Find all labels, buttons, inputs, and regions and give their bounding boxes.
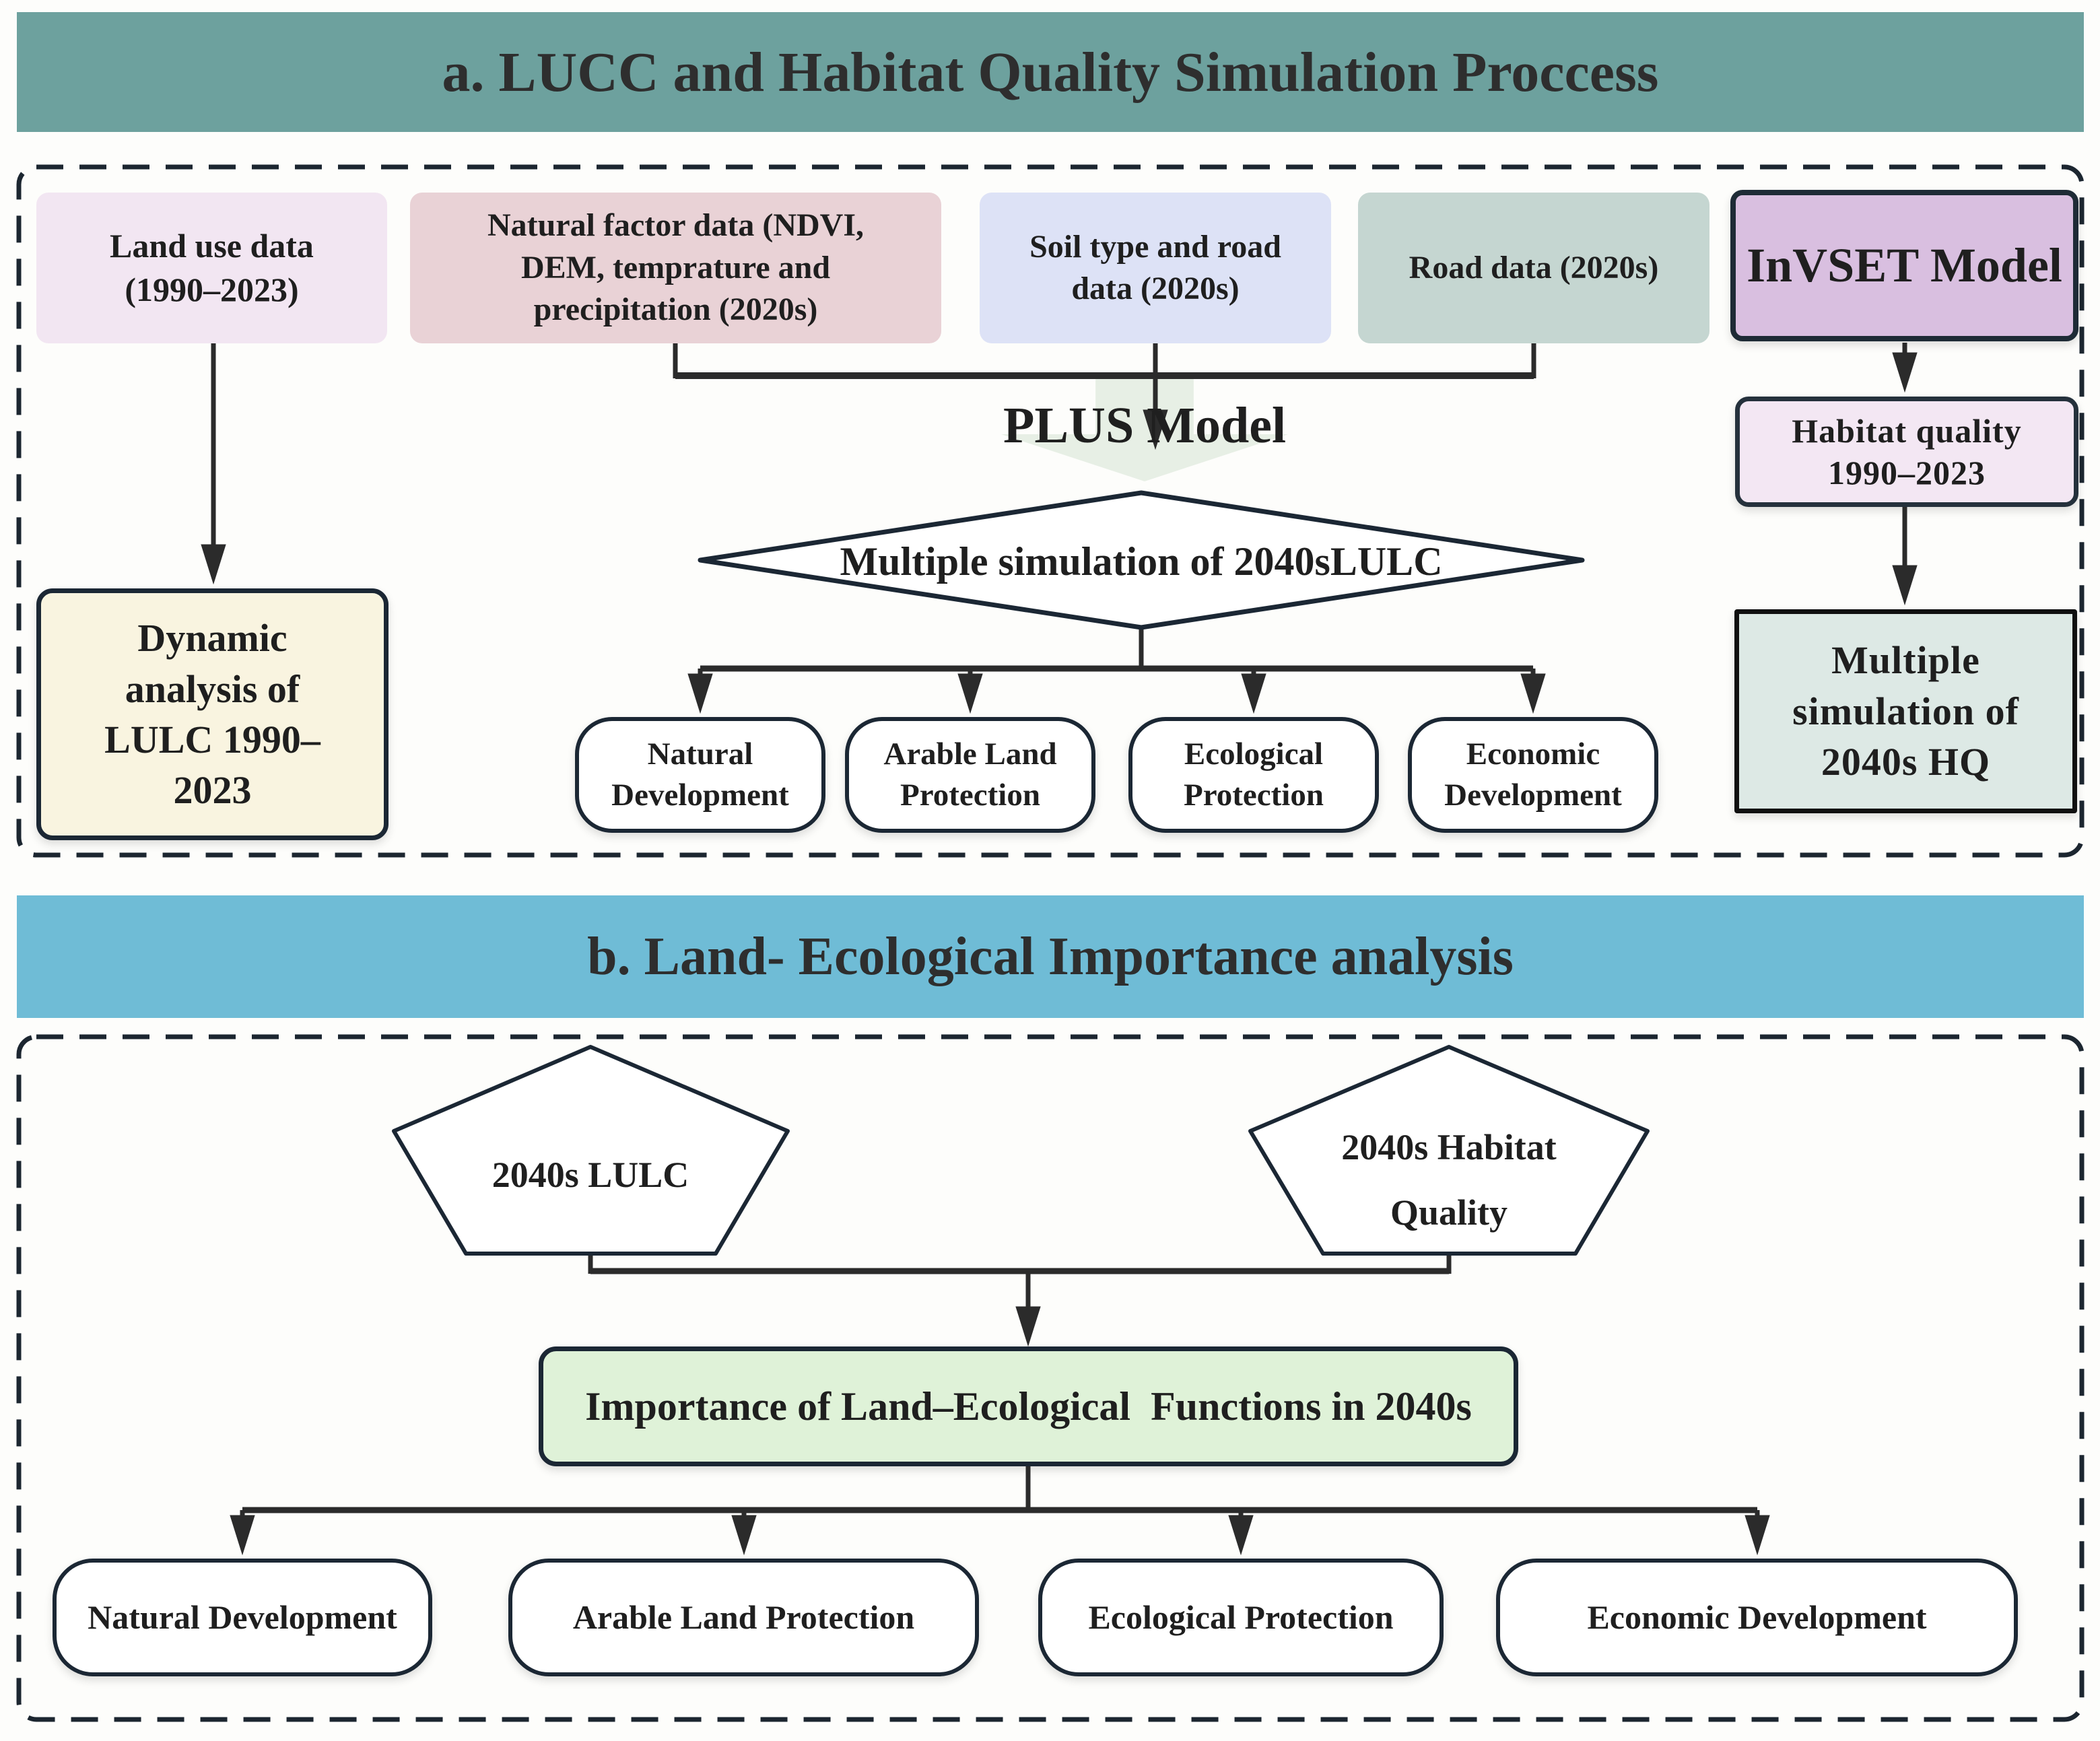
box-a-natural-development: Natural Development [575,717,825,833]
diamond-multiple-simulation-label: Multiple simulation of 2040sLULC [805,539,1478,584]
box-road-data: Road data (2020s) [1358,193,1709,343]
pentagon-2040s-lulc-label: 2040s LULC [422,1153,759,1197]
section-a-banner: a. LUCC and Habitat Quality Simulation P… [17,12,2084,132]
box-dynamic-analysis-line: 2023 [173,768,252,813]
box-road-data-line: Road data (2020s) [1409,249,1659,285]
box-multi-sim-hq-line: Multiple [1831,638,1980,683]
section-b-banner: b. Land- Ecological Importance analysis [17,895,2084,1018]
box-natural-factor-line: Natural factor data (NDVI, [487,207,865,244]
box-habitat-quality: Habitat quality 1990–2023 [1735,397,2078,507]
diamond-multiple-simulation-shape [698,490,1585,630]
pentagon-hq-line: Quality [1390,1192,1508,1233]
scenario-line: Development [1444,778,1622,813]
box-soil-type-line: data (2020s) [1071,271,1240,306]
box-importance-label: Importance of Land–Ecological Functions … [585,1384,1472,1429]
box-dynamic-analysis: Dynamic analysis of LULC 1990– 2023 [36,588,388,840]
box-habitat-quality-line: 1990–2023 [1828,454,1986,491]
scenario-label: Economic Development [1587,1598,1927,1636]
plus-model-text: PLUS Model [1003,397,1287,454]
scenario-line: Protection [900,778,1040,813]
scenario-label: Natural Development [88,1598,397,1636]
scenario-line: Development [611,778,789,813]
box-invset-model-label: InVSET Model [1747,238,2062,292]
box-dynamic-analysis-line: LULC 1990– [104,718,320,761]
box-b-economic-development: Economic Development [1496,1559,2018,1676]
plus-model-label: PLUS Model [996,397,1293,454]
box-land-use-line: (1990–2023) [125,271,299,308]
box-soil-type-road-data: Soil type and road data (2020s) [980,193,1331,343]
section-a-container-border [16,164,2085,858]
section-b-title: b. Land- Ecological Importance analysis [587,926,1514,986]
section-b-container-border [16,1034,2085,1722]
diamond-text: Multiple simulation of 2040sLULC [840,539,1443,584]
box-soil-type-line: Soil type and road [1029,228,1281,265]
box-land-use-line: Land use data [110,227,314,265]
scenario-line: Natural [647,736,753,772]
scenario-line: Arable Land [883,736,1057,772]
box-a-arable-land-protection: Arable Land Protection [845,717,1095,833]
box-habitat-quality-line: Habitat quality [1792,411,2022,450]
box-multi-sim-hq-line: 2040s HQ [1821,740,1991,784]
box-multi-sim-hq-line: simulation of [1792,689,2019,733]
box-natural-factor-line: DEM, temprature and [520,249,831,285]
scenario-line: Protection [1184,778,1324,813]
pentagon-2040s-hq-label: 2040s Habitat Quality [1247,1123,1651,1237]
box-land-use-data: Land use data (1990–2023) [36,193,387,343]
box-b-arable-land-protection: Arable Land Protection [508,1559,979,1676]
pentagon-2040s-lulc-shape [392,1045,790,1256]
pentagon-hq-line: 2040s Habitat [1341,1126,1557,1167]
box-dynamic-analysis-line: analysis of [125,667,300,711]
section-a-title: a. LUCC and Habitat Quality Simulation P… [442,40,1659,104]
scenario-label: Ecological Protection [1088,1598,1394,1636]
scenario-line: Economic [1466,736,1600,772]
box-dynamic-analysis-line: Dynamic [137,616,287,660]
box-b-natural-development: Natural Development [53,1559,432,1676]
box-multiple-simulation-hq: Multiple simulation of 2040s HQ [1734,609,2077,813]
scenario-line: Ecological [1184,736,1324,772]
box-natural-factor-line: precipitation (2020s) [533,292,818,328]
pentagon-lulc-text: 2040s LULC [492,1154,689,1195]
box-a-ecological-protection: Ecological Protection [1128,717,1379,833]
box-importance-of-functions: Importance of Land–Ecological Functions … [539,1346,1518,1466]
box-b-ecological-protection: Ecological Protection [1038,1559,1444,1676]
box-invset-model: InVSET Model [1730,190,2078,341]
box-natural-factor-data: Natural factor data (NDVI, DEM, tempratu… [410,193,941,343]
pentagon-2040s-hq-shape [1248,1045,1650,1256]
box-a-economic-development: Economic Development [1408,717,1658,833]
scenario-label: Arable Land Protection [572,1598,915,1636]
